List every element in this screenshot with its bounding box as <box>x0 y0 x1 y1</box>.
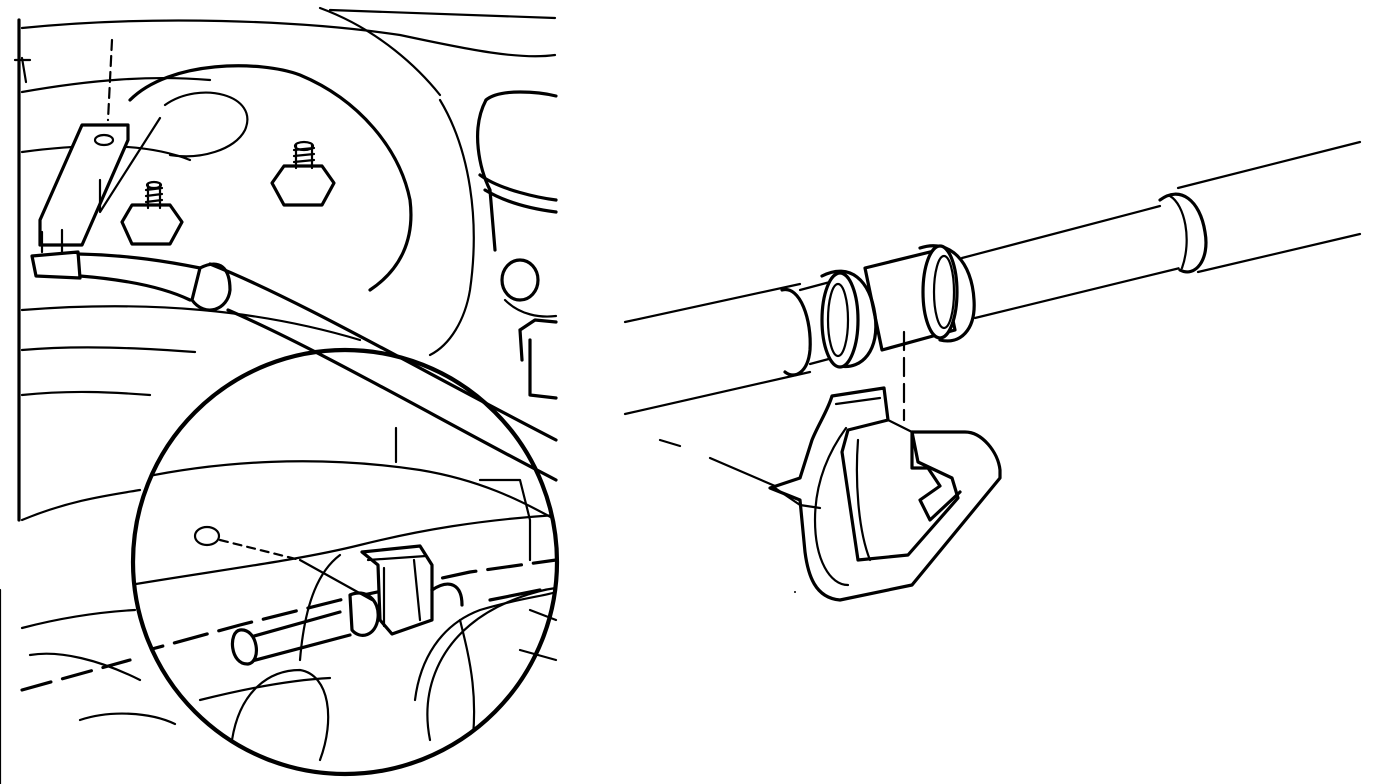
pipe-right-lower <box>1196 232 1362 274</box>
lower-contour-b <box>20 346 197 354</box>
reservoir-band-b <box>483 188 558 214</box>
detail-lower-loop <box>230 668 330 762</box>
pipe-right-collar <box>1158 192 1208 274</box>
stud-left <box>120 180 184 246</box>
detail-hose-lower <box>246 633 352 664</box>
terminal-slots <box>40 228 64 254</box>
detail-clip-edges <box>366 554 428 628</box>
detail-circle-outline <box>130 347 560 777</box>
detail-cable-dash <box>133 558 557 657</box>
pipe-mid-lower <box>973 266 1182 320</box>
clip-inner-wall <box>855 438 872 562</box>
top-edge <box>328 8 557 20</box>
outside-contour-b <box>20 608 137 630</box>
reservoir-cap <box>484 90 558 102</box>
clip-inner-contour <box>813 396 882 587</box>
detail-contour-top <box>133 460 557 522</box>
outside-contour-e <box>518 608 558 662</box>
fender-contour <box>428 98 475 357</box>
outside-contour-c <box>28 652 142 682</box>
outside-contour-a <box>20 488 142 522</box>
stray-dot <box>794 591 796 593</box>
strut-tower-dome <box>128 64 413 292</box>
detail-clip-ring <box>430 582 464 607</box>
detail-wire-b <box>413 590 557 702</box>
pipe-mid-upper <box>960 204 1162 260</box>
terminal-connector <box>30 250 82 280</box>
hose-clip-detail <box>623 140 1362 602</box>
left-collar <box>820 269 878 369</box>
engine-bay-view <box>0 6 560 784</box>
cable-run-upper <box>208 262 558 442</box>
left-contour-a <box>20 76 212 94</box>
cable-sleeve <box>190 262 232 312</box>
reservoir-bulb <box>500 258 540 302</box>
leader-line-bracket <box>106 38 114 122</box>
detail-leader-line <box>298 558 374 602</box>
detail-grommet <box>348 591 380 637</box>
hose-clip <box>658 386 1002 602</box>
detail-circle <box>0 347 560 784</box>
reservoir-contour <box>503 298 558 318</box>
detail-bracket <box>478 478 532 562</box>
cable-lower-edge <box>78 274 192 302</box>
foam-sleeve <box>863 248 957 352</box>
right-collar <box>918 244 976 343</box>
clip-top-edge <box>886 418 914 434</box>
pipe-right-collar-inner <box>1168 194 1188 270</box>
pipe-left-upper <box>623 282 802 324</box>
clip-hook <box>910 430 962 522</box>
bracket-hole <box>93 133 115 147</box>
detail-hole-leader <box>218 538 302 562</box>
lower-contour-a <box>20 305 362 342</box>
bracket-tab <box>98 116 162 214</box>
reservoir-left <box>476 98 497 252</box>
reservoir-fitting <box>518 318 558 400</box>
outside-cable-dash <box>20 658 132 692</box>
pipe-left-lower <box>623 370 812 416</box>
lower-contour-c <box>20 390 152 397</box>
cable-upper-edge <box>76 252 202 270</box>
top-contour <box>318 6 442 97</box>
cable-run-lower <box>226 308 558 482</box>
stud-right <box>270 140 336 207</box>
detail-wire-end <box>488 588 542 602</box>
clip-body <box>768 386 1002 602</box>
clip-tab-leader <box>658 438 777 488</box>
outside-contour-d <box>78 712 177 726</box>
pipe-right-upper <box>1176 140 1362 190</box>
detail-hose-end <box>230 628 258 666</box>
hood-contour <box>20 19 557 58</box>
clip-tab <box>773 486 822 510</box>
reservoir-band-a <box>478 173 558 202</box>
detail-hose-upper <box>238 610 342 642</box>
strut-tower-top <box>163 91 249 158</box>
detail-hole <box>193 525 221 547</box>
small-bolt-top-left <box>13 56 32 84</box>
ground-bracket <box>38 123 130 247</box>
pipe-left-end <box>780 288 812 377</box>
bracket-edge <box>38 123 84 222</box>
detail-contour-mid <box>133 513 557 587</box>
